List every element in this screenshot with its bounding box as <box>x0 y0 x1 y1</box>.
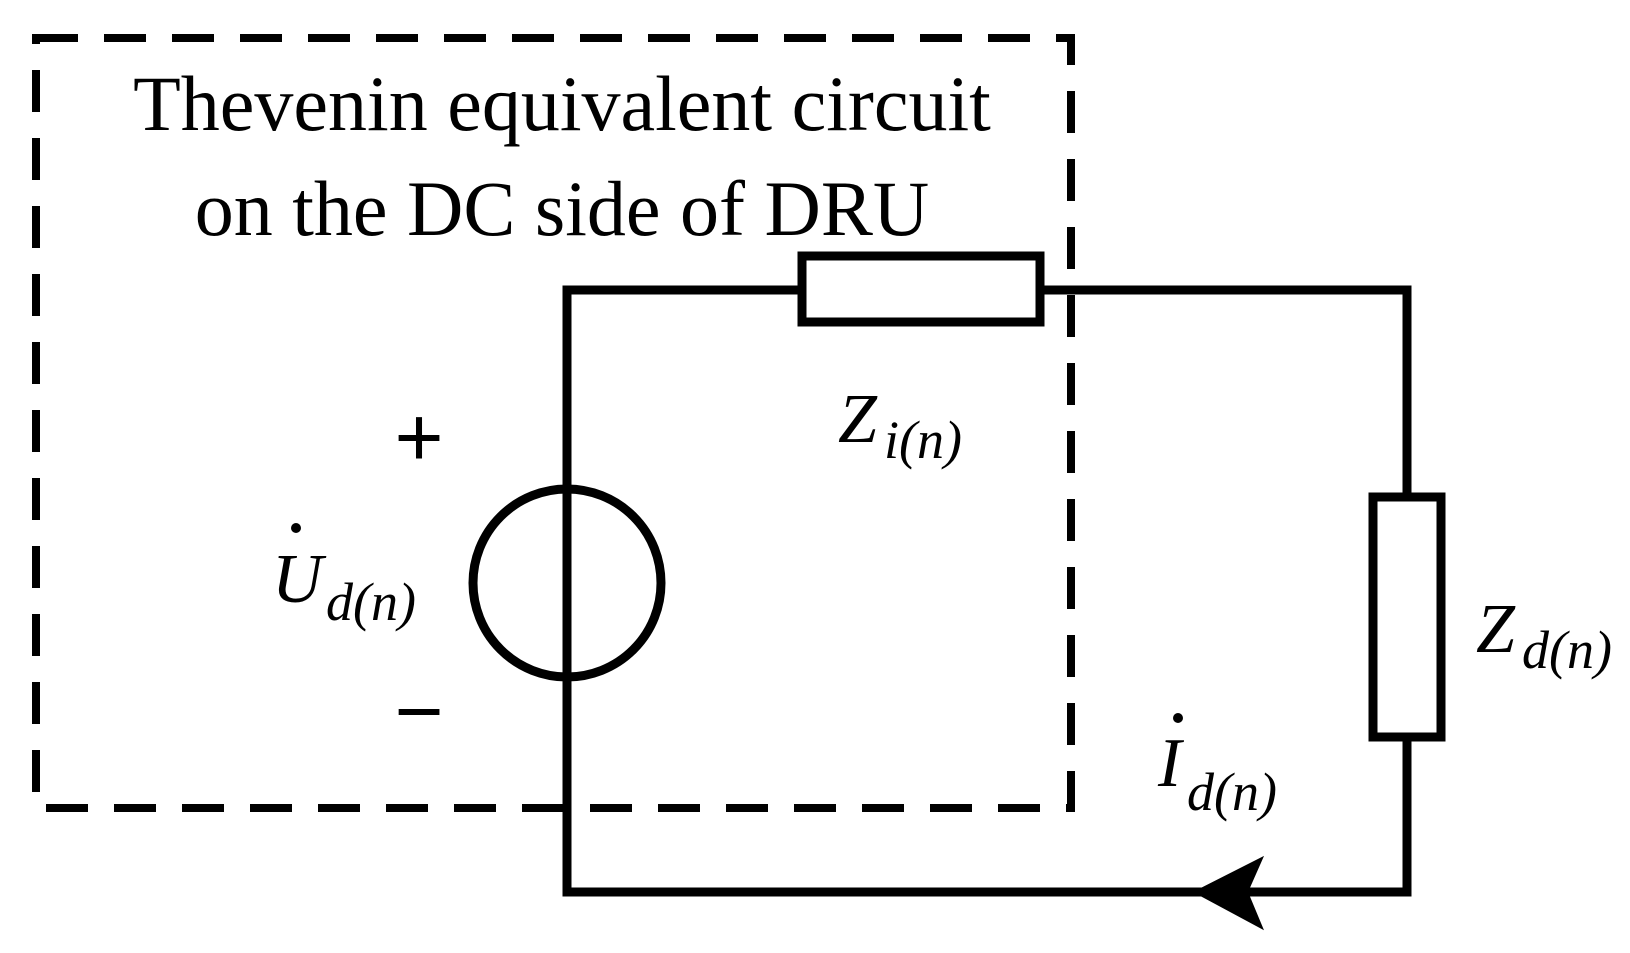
voltage-source-symbol <box>468 484 666 682</box>
internal-impedance-label: Z i(n) <box>838 381 962 470</box>
load-impedance-subscript: d(n) <box>1522 620 1612 680</box>
source-minus-sign: − <box>394 664 443 758</box>
source-voltage-label: U d(n) <box>272 523 416 632</box>
current-direction-arrow <box>1192 855 1265 931</box>
current-label: I d(n) <box>1157 713 1277 822</box>
diagram-title-line-2: on the DC side of DRU <box>195 165 929 252</box>
source-voltage-symbol: U <box>272 541 327 618</box>
diagram-title-line-1: Thevenin equivalent circuit <box>133 60 991 147</box>
circuit-wires <box>562 285 1412 897</box>
internal-impedance-symbol: Z <box>838 381 878 458</box>
source-voltage-subscript: d(n) <box>326 572 416 632</box>
load-impedance-symbol: Z <box>1476 591 1516 668</box>
load-impedance-resistor <box>1368 492 1446 742</box>
current-subscript: d(n) <box>1187 762 1277 822</box>
current-symbol: I <box>1157 725 1185 802</box>
source-voltage-dot <box>291 523 301 533</box>
internal-impedance-resistor <box>797 251 1045 327</box>
current-dot <box>1173 713 1183 723</box>
internal-impedance-subscript: i(n) <box>884 410 962 470</box>
thevenin-boundary-box <box>32 34 1075 812</box>
source-plus-sign: + <box>394 390 443 484</box>
load-impedance-label: Z d(n) <box>1476 591 1612 680</box>
